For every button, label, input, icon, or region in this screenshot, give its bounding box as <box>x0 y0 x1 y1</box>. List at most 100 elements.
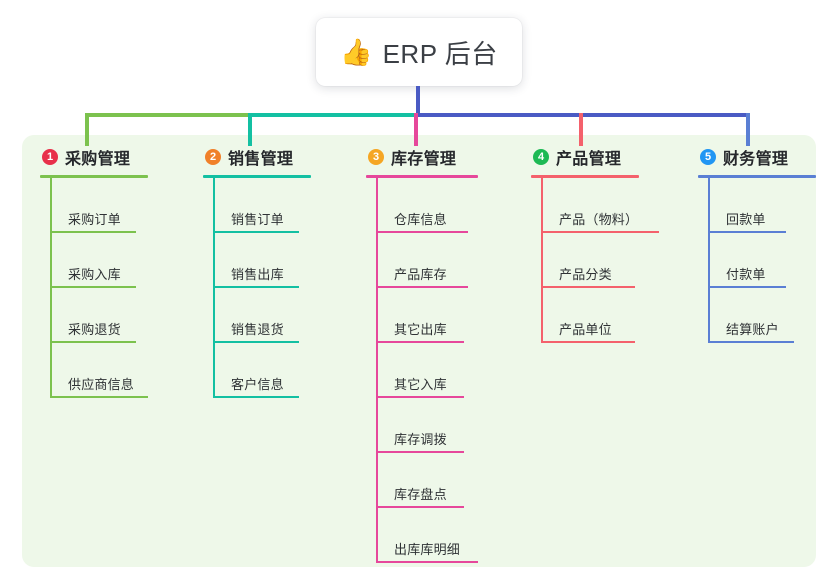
list-item[interactable]: 库存调拨 <box>376 398 516 453</box>
list-item[interactable]: 产品单位 <box>541 288 681 343</box>
column-title-inventory: 库存管理 <box>391 151 457 168</box>
number-badge-icon: 3 <box>368 149 384 165</box>
list-item-label: 销售出库 <box>231 267 284 282</box>
list-item-rule <box>52 341 136 343</box>
drop-connector-sales <box>248 113 252 146</box>
list-item[interactable]: 其它入库 <box>376 343 516 398</box>
list-item[interactable]: 采购入库 <box>50 233 190 288</box>
bus-segment-teal <box>250 113 418 117</box>
number-badge-icon: 2 <box>205 149 221 165</box>
list-item[interactable]: 结算账户 <box>708 288 828 343</box>
list-item-rule <box>378 341 464 343</box>
thumbs-up-icon: 👍 <box>340 37 373 67</box>
list-item-rule <box>710 231 786 233</box>
list-item[interactable]: 供应商信息 <box>50 343 190 398</box>
list-item-rule <box>378 286 468 288</box>
number-badge-icon: 4 <box>533 149 549 165</box>
column-purchase: 1 采购管理采购订单采购入库采购退货供应商信息 <box>40 146 190 398</box>
list-item-rule <box>52 286 136 288</box>
column-header-rule <box>366 175 478 178</box>
column-spine <box>376 178 378 563</box>
list-item[interactable]: 仓库信息 <box>376 178 516 233</box>
list-item-rule <box>52 396 148 398</box>
diagram-background-panel <box>22 135 816 567</box>
column-header-purchase[interactable]: 1 采购管理 <box>40 146 190 168</box>
column-title-purchase: 采购管理 <box>65 151 131 168</box>
list-item[interactable]: 付款单 <box>708 233 828 288</box>
root-stem-connector <box>416 86 420 117</box>
list-item-rule <box>710 286 786 288</box>
list-item-rule <box>378 451 464 453</box>
column-spine <box>541 178 543 343</box>
column-items-product: 产品（物料） 产品分类产品单位 <box>531 178 681 343</box>
list-item-label: 采购退货 <box>68 322 121 337</box>
list-item-label: 产品分类 <box>559 267 612 282</box>
column-header-product[interactable]: 4 产品管理 <box>531 146 681 168</box>
list-item[interactable]: 销售订单 <box>213 178 353 233</box>
list-item-label: 销售订单 <box>231 212 284 227</box>
list-item-label: 出库库明细 <box>394 542 461 557</box>
number-badge-icon: 1 <box>42 149 58 165</box>
list-item-rule <box>215 231 299 233</box>
column-product: 4 产品管理产品（物料） 产品分类产品单位 <box>531 146 681 343</box>
column-title-finance: 财务管理 <box>723 151 789 168</box>
list-item-rule <box>378 231 468 233</box>
column-spine <box>50 178 52 398</box>
drop-connector-purchase <box>85 113 89 146</box>
list-item[interactable]: 采购订单 <box>50 178 190 233</box>
list-item-label: 产品（物料） <box>559 212 639 227</box>
column-header-rule <box>531 175 639 178</box>
column-header-rule <box>698 175 816 178</box>
list-item-label: 仓库信息 <box>394 212 447 227</box>
root-node-erp-backend[interactable]: 👍 ERP 后台 <box>316 18 522 86</box>
list-item-rule <box>543 286 635 288</box>
column-title-product: 产品管理 <box>556 151 622 168</box>
column-items-purchase: 采购订单采购入库采购退货供应商信息 <box>40 178 190 398</box>
column-items-inventory: 仓库信息产品库存其它出库其它入库库存调拨库存盘点出库库明细 <box>366 178 516 563</box>
column-spine <box>708 178 710 343</box>
list-item-label: 结算账户 <box>726 322 779 337</box>
list-item-rule <box>378 506 464 508</box>
column-items-sales: 销售订单销售出库销售退货客户信息 <box>203 178 353 398</box>
list-item[interactable]: 客户信息 <box>213 343 353 398</box>
column-finance: 5 财务管理回款单付款单结算账户 <box>698 146 828 343</box>
list-item-label: 其它入库 <box>394 377 447 392</box>
list-item-label: 采购入库 <box>68 267 121 282</box>
list-item-label: 供应商信息 <box>68 377 135 392</box>
bus-segment-green <box>85 113 250 117</box>
list-item-rule <box>710 341 794 343</box>
list-item[interactable]: 其它出库 <box>376 288 516 343</box>
drop-connector-finance <box>746 113 750 146</box>
list-item-rule <box>215 396 299 398</box>
column-header-rule <box>203 175 311 178</box>
list-item-rule <box>215 286 299 288</box>
list-item-rule <box>543 231 659 233</box>
list-item-label: 库存调拨 <box>394 432 447 447</box>
column-header-inventory[interactable]: 3 库存管理 <box>366 146 516 168</box>
list-item-label: 产品单位 <box>559 322 612 337</box>
list-item-label: 产品库存 <box>394 267 447 282</box>
list-item-label: 采购订单 <box>68 212 121 227</box>
list-item[interactable]: 产品（物料） <box>541 178 681 233</box>
list-item-label: 客户信息 <box>231 377 284 392</box>
column-header-finance[interactable]: 5 财务管理 <box>698 146 828 168</box>
list-item[interactable]: 销售出库 <box>213 233 353 288</box>
list-item[interactable]: 出库库明细 <box>376 508 516 563</box>
list-item[interactable]: 回款单 <box>708 178 828 233</box>
list-item[interactable]: 库存盘点 <box>376 453 516 508</box>
list-item[interactable]: 产品库存 <box>376 233 516 288</box>
list-item-rule <box>378 561 478 563</box>
number-badge-icon: 5 <box>700 149 716 165</box>
list-item[interactable]: 产品分类 <box>541 233 681 288</box>
list-item[interactable]: 采购退货 <box>50 288 190 343</box>
list-item-label: 库存盘点 <box>394 487 447 502</box>
column-header-rule <box>40 175 148 178</box>
list-item-rule <box>52 231 136 233</box>
list-item-label: 销售退货 <box>231 322 284 337</box>
list-item[interactable]: 销售退货 <box>213 288 353 343</box>
root-node-label: ERP 后台 <box>382 38 498 69</box>
list-item-label: 回款单 <box>726 212 766 227</box>
